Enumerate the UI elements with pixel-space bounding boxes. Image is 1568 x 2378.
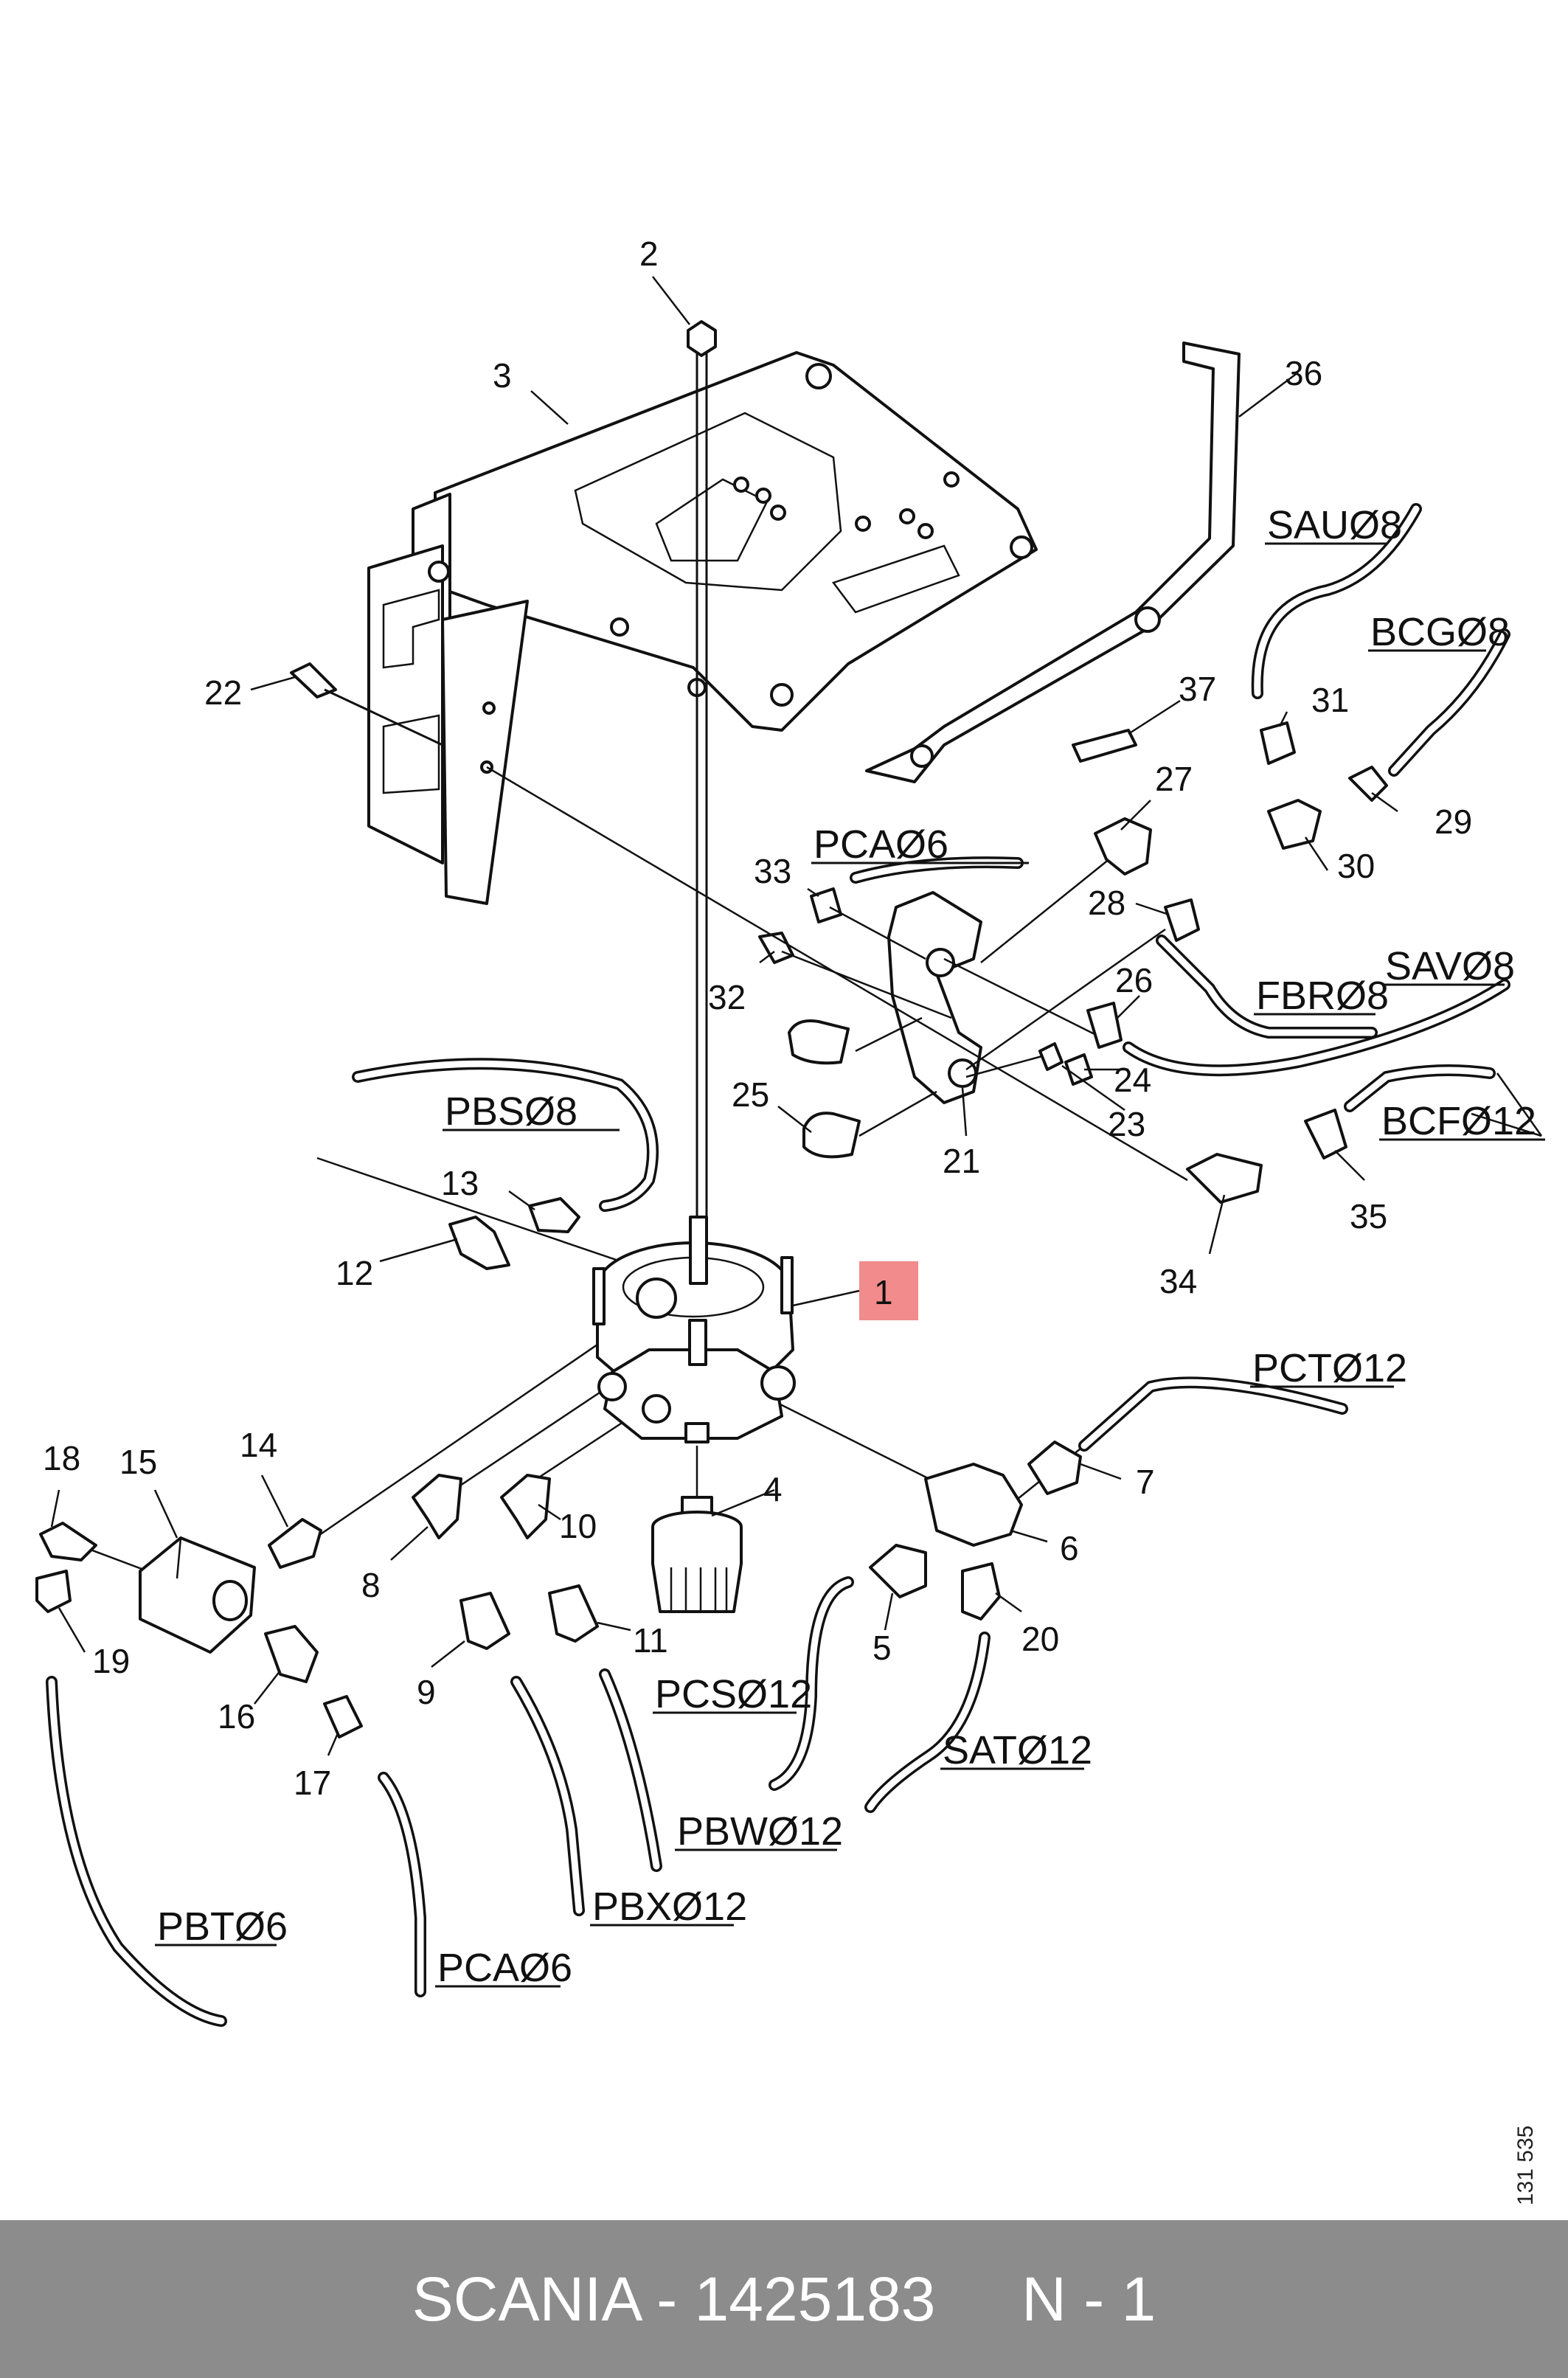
- fittings-right: [1038, 721, 1388, 1204]
- tube-label-pca6-top[interactable]: PCAØ6: [814, 822, 948, 867]
- highlight-box-1: [859, 1261, 918, 1320]
- tube-label-bcf12[interactable]: BCFØ12: [1381, 1099, 1536, 1143]
- footer-bar: SCANIA - 1425183 N - 1: [0, 2220, 1568, 2378]
- callout-23[interactable]: 23: [1108, 1105, 1145, 1143]
- callout-1[interactable]: 1: [874, 1273, 893, 1311]
- leader-lines: [50, 276, 1543, 1756]
- callout-36[interactable]: 36: [1285, 354, 1322, 392]
- callout-24[interactable]: 24: [1114, 1061, 1151, 1099]
- tube-label-sav8[interactable]: SAVØ8: [1385, 944, 1515, 988]
- callout-10[interactable]: 10: [559, 1507, 597, 1545]
- callout-numbers: 1 2 3 4 5 6 7 8 9 10 11 12 13 14 15 16 1…: [43, 235, 1472, 1802]
- valve-bracket: [887, 891, 982, 1104]
- tube-label-underlines: [155, 542, 1545, 1988]
- callout-34[interactable]: 34: [1159, 1262, 1197, 1300]
- callout-18[interactable]: 18: [43, 1439, 80, 1477]
- callout-29[interactable]: 29: [1435, 803, 1472, 841]
- callout-8[interactable]: 8: [361, 1566, 381, 1604]
- callout-37[interactable]: 37: [1179, 670, 1216, 708]
- tube-label-fbr8[interactable]: FBRØ8: [1256, 974, 1389, 1018]
- callout-28[interactable]: 28: [1088, 884, 1125, 922]
- callout-5[interactable]: 5: [873, 1629, 892, 1667]
- tube-label-bcg8[interactable]: BCGØ8: [1370, 610, 1510, 654]
- tee-fitting: [869, 1441, 1082, 1620]
- callout-32[interactable]: 32: [708, 978, 746, 1016]
- bracket-plate: [367, 351, 1038, 905]
- callout-25[interactable]: 25: [732, 1075, 769, 1114]
- tube-label-pbs8[interactable]: PBSØ8: [445, 1089, 577, 1134]
- tube-label-sau8[interactable]: SAUØ8: [1267, 503, 1402, 547]
- hoses: [46, 503, 1510, 2027]
- callout-35[interactable]: 35: [1350, 1197, 1387, 1235]
- callout-7[interactable]: 7: [1136, 1463, 1155, 1501]
- relay-valve: [592, 1216, 796, 1443]
- long-bolt: [687, 320, 717, 1320]
- junction-block: [35, 1518, 363, 1739]
- callout-30[interactable]: 30: [1337, 847, 1375, 885]
- callout-2[interactable]: 2: [639, 235, 659, 273]
- strap: [865, 342, 1241, 783]
- fittings-left: [412, 1197, 599, 1650]
- tube-label-pbw12[interactable]: PBWØ12: [677, 1809, 843, 1854]
- callout-19[interactable]: 19: [92, 1642, 130, 1680]
- callout-4[interactable]: 4: [763, 1470, 783, 1508]
- drain-valves: [758, 887, 861, 1159]
- tube-label-sat12[interactable]: SATØ12: [943, 1728, 1092, 1772]
- callout-11[interactable]: 11: [633, 1621, 668, 1660]
- callout-6[interactable]: 6: [1060, 1529, 1079, 1567]
- footer-part-number: SCANIA - 1425183 N - 1: [412, 2264, 1156, 2334]
- callout-13[interactable]: 13: [441, 1164, 479, 1202]
- callout-31[interactable]: 31: [1311, 681, 1349, 719]
- tube-label-pca6-bottom[interactable]: PCAØ6: [437, 1946, 572, 1990]
- callout-9[interactable]: 9: [417, 1673, 436, 1711]
- callout-33[interactable]: 33: [754, 852, 791, 890]
- silencer: [651, 1496, 743, 1613]
- exploded-parts-diagram: 1 2 3 4 5 6 7 8 9 10 11 12 13 14 15 16 1…: [35, 235, 1545, 2027]
- tube-labels: SAUØ8 BCGØ8 PCAØ6 SAVØ8 FBRØ8 PBSØ8 BCFØ…: [157, 503, 1536, 1990]
- tube-label-pbt6[interactable]: PBTØ6: [157, 1904, 288, 1949]
- callout-17[interactable]: 17: [294, 1764, 331, 1802]
- callout-27[interactable]: 27: [1155, 760, 1193, 798]
- callout-14[interactable]: 14: [240, 1426, 277, 1464]
- tube-label-pct12[interactable]: PCTØ12: [1252, 1346, 1407, 1390]
- callout-21[interactable]: 21: [943, 1142, 980, 1180]
- callout-12[interactable]: 12: [336, 1254, 373, 1292]
- tube-label-pcs12[interactable]: PCSØ12: [655, 1672, 812, 1716]
- callout-16[interactable]: 16: [218, 1697, 255, 1736]
- tube-label-pbx12[interactable]: PBXØ12: [592, 1885, 747, 1929]
- callout-22[interactable]: 22: [204, 673, 242, 712]
- callout-3[interactable]: 3: [493, 356, 512, 395]
- bolt-22: [290, 662, 443, 746]
- callout-26[interactable]: 26: [1115, 961, 1153, 999]
- explode-lines: [88, 766, 1188, 1573]
- callout-15[interactable]: 15: [119, 1443, 157, 1481]
- callout-20[interactable]: 20: [1021, 1620, 1059, 1658]
- drawing-number: 131 535: [1513, 2125, 1538, 2205]
